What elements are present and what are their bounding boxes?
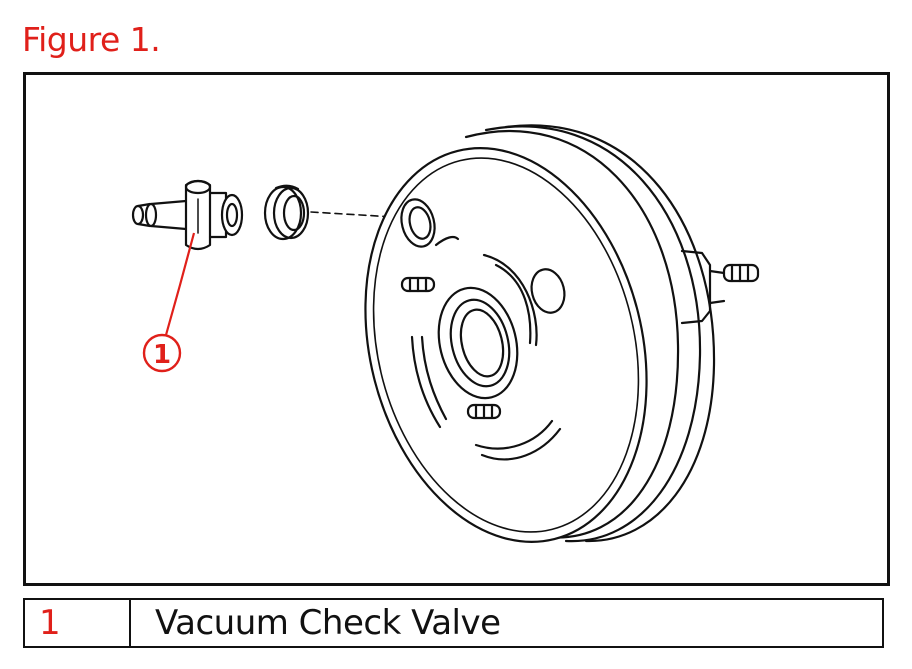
brake-booster-diagram: 1 xyxy=(131,124,760,543)
callout-1-number: 1 xyxy=(153,340,171,370)
brake-booster xyxy=(364,124,760,543)
figure-title: Figure 1. xyxy=(22,20,161,59)
diagram-frame: 1 xyxy=(23,72,890,586)
legend-table: 1 Vacuum Check Valve xyxy=(23,598,884,648)
check-valve xyxy=(131,179,244,251)
callout-1: 1 xyxy=(142,232,196,373)
grommet xyxy=(263,184,310,241)
legend-label-cell: Vacuum Check Valve xyxy=(155,603,501,643)
legend-number-cell: 1 xyxy=(25,600,131,646)
